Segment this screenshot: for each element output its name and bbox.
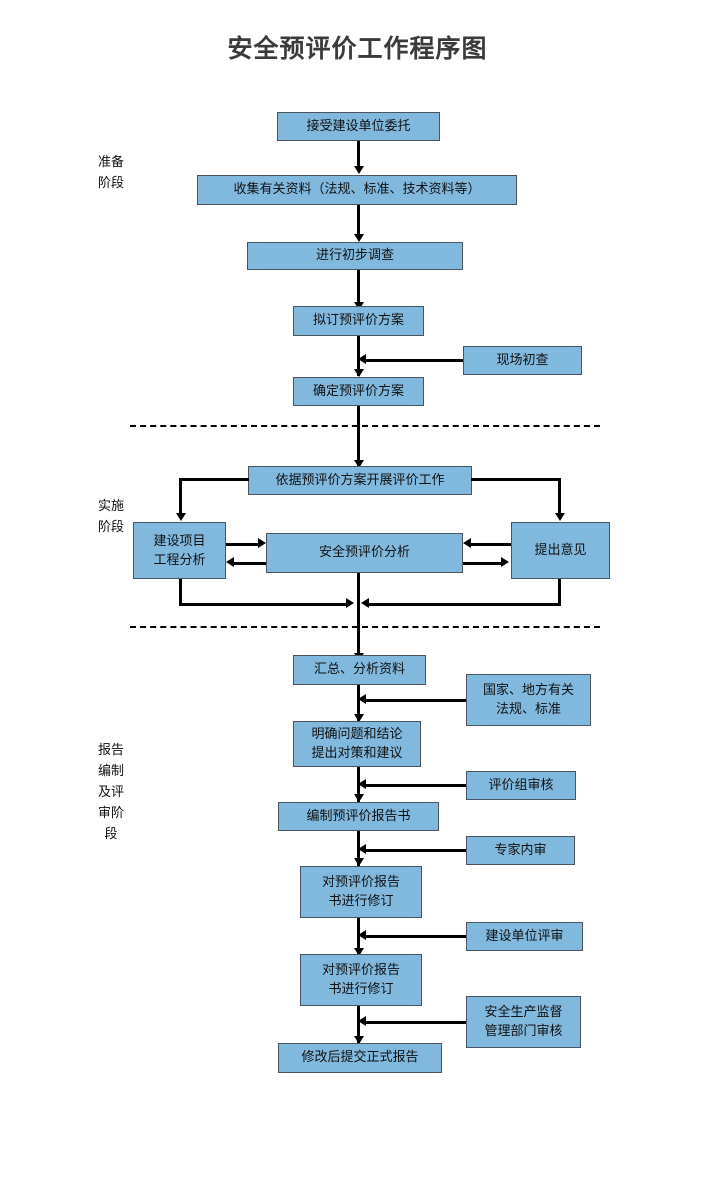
- arrowhead-left-site-inspection: [358, 354, 366, 364]
- connector-center-down: [357, 573, 360, 633]
- node-safety-supervision-audit[interactable]: 安全生产监督 管理部门审核: [466, 996, 581, 1048]
- node-safety-preassessment-analysis[interactable]: 安全预评价分析: [266, 533, 463, 573]
- node-compile-report[interactable]: 编制预评价报告书: [278, 802, 439, 831]
- connector-construction-review-to-main: [366, 935, 466, 938]
- arrowhead-down-submit: [354, 1036, 364, 1044]
- connector-left-box-down: [179, 579, 182, 606]
- arrowhead-left-review-group: [358, 779, 366, 789]
- stage-divider-1: [130, 425, 600, 427]
- connector-right-box-down: [558, 579, 561, 606]
- arrowhead-right-center-to-right: [501, 557, 509, 567]
- arrowhead-right-left-to-center: [258, 538, 266, 548]
- node-revise-report-1[interactable]: 对预评价报告 书进行修订: [300, 866, 422, 918]
- connector-center-to-right: [463, 562, 503, 565]
- arrowhead-left-regulations: [358, 694, 366, 704]
- node-confirm-plan[interactable]: 确定预评价方案: [293, 377, 424, 406]
- connector-site-inspection-to-main: [366, 359, 463, 362]
- arrowhead-left-right-junction: [361, 598, 369, 608]
- arrowhead-down-confirm: [354, 369, 364, 377]
- arrowhead-left-construction-review: [358, 930, 366, 940]
- node-draft-plan[interactable]: 拟订预评价方案: [293, 306, 424, 336]
- node-carry-out-work[interactable]: 依据预评价方案开展评价工作: [248, 466, 472, 495]
- node-construction-unit-review[interactable]: 建设单位评审: [466, 922, 583, 951]
- connector-safety-supervision-to-main: [366, 1021, 466, 1024]
- node-preliminary-survey[interactable]: 进行初步调查: [247, 242, 463, 270]
- connector-center-to-left: [234, 562, 266, 565]
- arrowhead-left-safety-supervision: [358, 1016, 366, 1026]
- connector-carryout-to-right-v: [558, 478, 561, 518]
- connector-junction-to-summarize: [357, 633, 360, 661]
- stage-label-preparation: 准备阶段: [98, 155, 125, 191]
- node-site-inspection[interactable]: 现场初查: [463, 346, 582, 375]
- connector-confirm-to-carryout: [357, 406, 360, 466]
- stage-label-reporting-review: 报告编制及评审阶段: [98, 743, 125, 842]
- page-title: 安全预评价工作程序图: [227, 34, 488, 63]
- arrowhead-left-center-to-left: [226, 557, 234, 567]
- node-summarize-analyze[interactable]: 汇总、分析资料: [293, 655, 426, 685]
- connector-left-to-center: [226, 543, 260, 546]
- node-accept-commission[interactable]: 接受建设单位委托: [277, 112, 440, 141]
- node-submit-formal-report[interactable]: 修改后提交正式报告: [278, 1043, 442, 1073]
- connector-regulations-to-main: [366, 699, 466, 702]
- node-collect-data[interactable]: 收集有关资料（法规、标准、技术资料等）: [197, 175, 517, 205]
- connector-carryout-to-left-v: [179, 478, 182, 518]
- arrowhead-right-left-junction: [346, 598, 354, 608]
- connector-review-group-to-main: [366, 784, 466, 787]
- connector-collect-to-survey: [357, 205, 360, 236]
- connector-carryout-to-right-h: [471, 478, 561, 481]
- arrowhead-down-revise1: [354, 858, 364, 866]
- connector-expert-review-to-main: [366, 849, 466, 852]
- connector-carryout-to-left-h: [179, 478, 249, 481]
- connector-right-to-center: [471, 543, 511, 546]
- arrowhead-down-left-branch: [176, 513, 186, 521]
- connector-left-box-to-junction: [179, 603, 348, 606]
- connector-accept-to-collect: [357, 141, 360, 167]
- node-clarify-conclusions[interactable]: 明确问题和结论 提出对策和建议: [293, 721, 421, 767]
- arrowhead-down-clarify: [354, 714, 364, 722]
- stage-label-implementation: 实施阶段: [98, 499, 125, 535]
- arrowhead-down-compile: [354, 794, 364, 802]
- arrowhead-down-right-branch: [555, 513, 565, 521]
- arrowhead-down-revise2: [354, 948, 364, 956]
- arrowhead-left-expert-review: [358, 844, 366, 854]
- node-revise-report-2[interactable]: 对预评价报告 书进行修订: [300, 954, 422, 1006]
- arrowhead-down-carryout: [354, 460, 364, 468]
- connector-right-box-to-junction: [369, 603, 561, 606]
- node-raise-opinions[interactable]: 提出意见: [511, 522, 610, 579]
- node-national-local-regulations[interactable]: 国家、地方有关 法规、标准: [466, 674, 591, 726]
- arrowhead-down-survey: [354, 234, 364, 242]
- node-review-group-audit[interactable]: 评价组审核: [466, 771, 576, 800]
- node-project-engineering-analysis[interactable]: 建设项目 工程分析: [133, 522, 226, 579]
- arrowhead-left-right-to-center: [463, 538, 471, 548]
- node-expert-internal-review[interactable]: 专家内审: [466, 836, 575, 865]
- arrowhead-down-collect: [354, 166, 364, 174]
- stage-divider-2: [130, 626, 600, 628]
- connector-survey-to-draft: [357, 270, 360, 304]
